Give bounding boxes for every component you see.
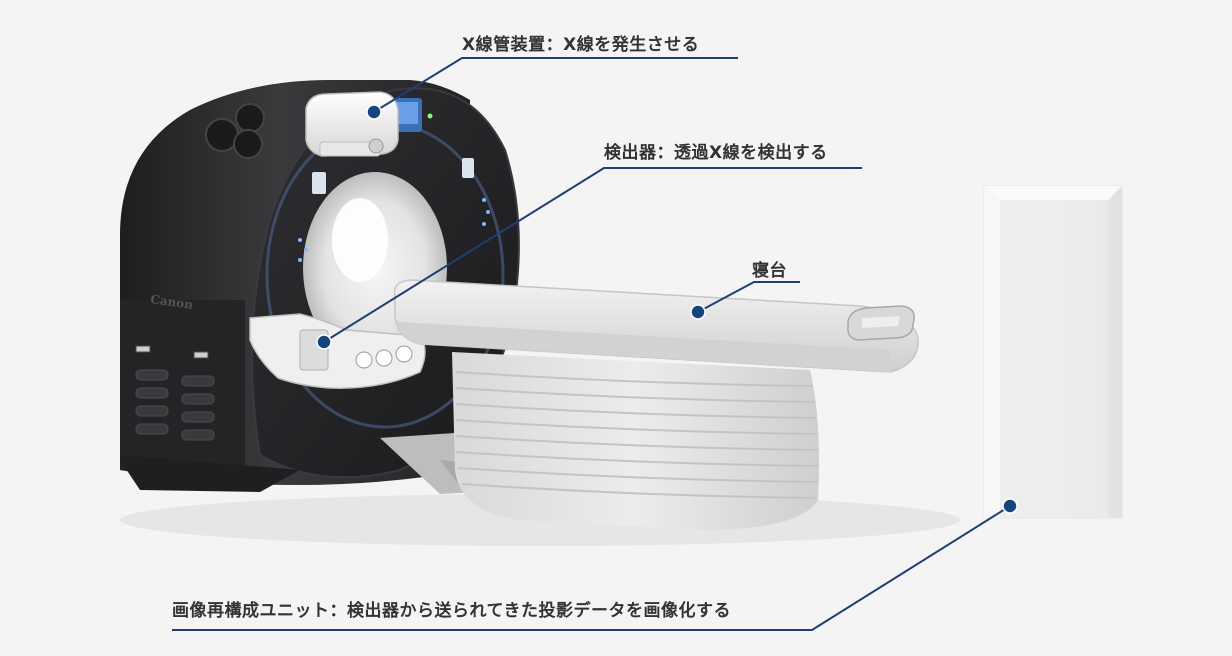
marker-dot-couch xyxy=(690,304,706,320)
xray-tube-unit xyxy=(305,91,399,157)
gantry-vents xyxy=(205,103,265,159)
patient-couch xyxy=(380,279,919,530)
leader-line-xray-tube xyxy=(373,57,738,113)
xray-tube-label: X線管装置：X線を発生させる xyxy=(462,35,700,55)
marker-dot-xray-tube xyxy=(366,104,382,120)
reconstruction-unit-label: 画像再構成ユニット：検出器から送られてきた投影データを画像化する xyxy=(172,601,731,621)
couch-label: 寝台 xyxy=(752,261,787,281)
reconstruction-cabinet xyxy=(983,185,1123,519)
detector-unit xyxy=(249,313,426,389)
marker-dot-detector xyxy=(316,334,332,350)
gantry-brand-logo: Canon xyxy=(150,292,195,312)
leader-line-couch xyxy=(697,281,800,313)
gantry-side-vents xyxy=(135,345,215,441)
marker-dots xyxy=(316,104,1018,514)
detector-label: 検出器：透過X線を検出する xyxy=(604,143,828,163)
leader-line-detector xyxy=(323,167,862,343)
marker-dot-reconstruction xyxy=(1002,498,1018,514)
leader-lines xyxy=(172,57,1011,631)
leader-line-reconstruction xyxy=(172,505,1011,631)
